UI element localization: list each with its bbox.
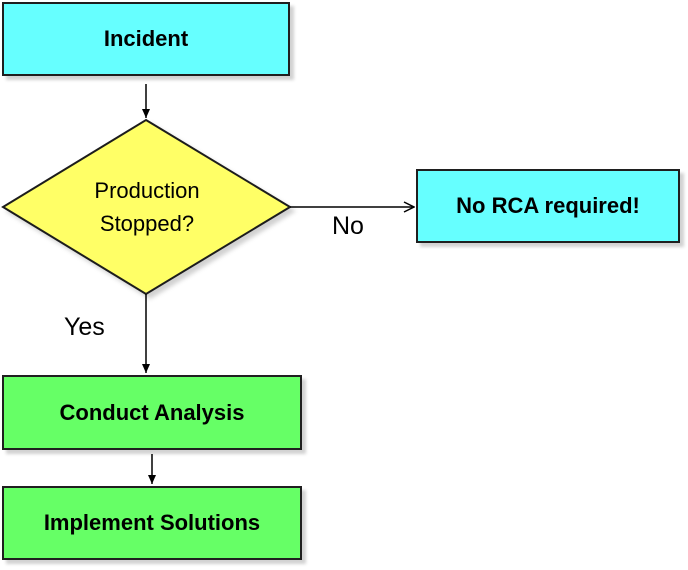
- decision-label-line1: Production: [94, 178, 200, 203]
- decision-label-line2: Stopped?: [99, 211, 195, 236]
- implement-solutions-box: Implement Solutions: [2, 486, 302, 560]
- decision-label: Production Stopped?: [50, 174, 244, 240]
- edge-label-no: No: [332, 212, 364, 240]
- no-rca-label: No RCA required!: [456, 193, 640, 218]
- incident-label: Incident: [103, 26, 189, 51]
- conduct-analysis-label: Conduct Analysis: [59, 399, 245, 425]
- edge-label-yes: Yes: [64, 313, 105, 341]
- implement-solutions-label: Implement Solutions: [43, 510, 261, 535]
- conduct-analysis-box: Conduct Analysis: [2, 375, 302, 450]
- incident-box: Incident: [2, 2, 290, 76]
- no-rca-box: No RCA required!: [416, 169, 680, 243]
